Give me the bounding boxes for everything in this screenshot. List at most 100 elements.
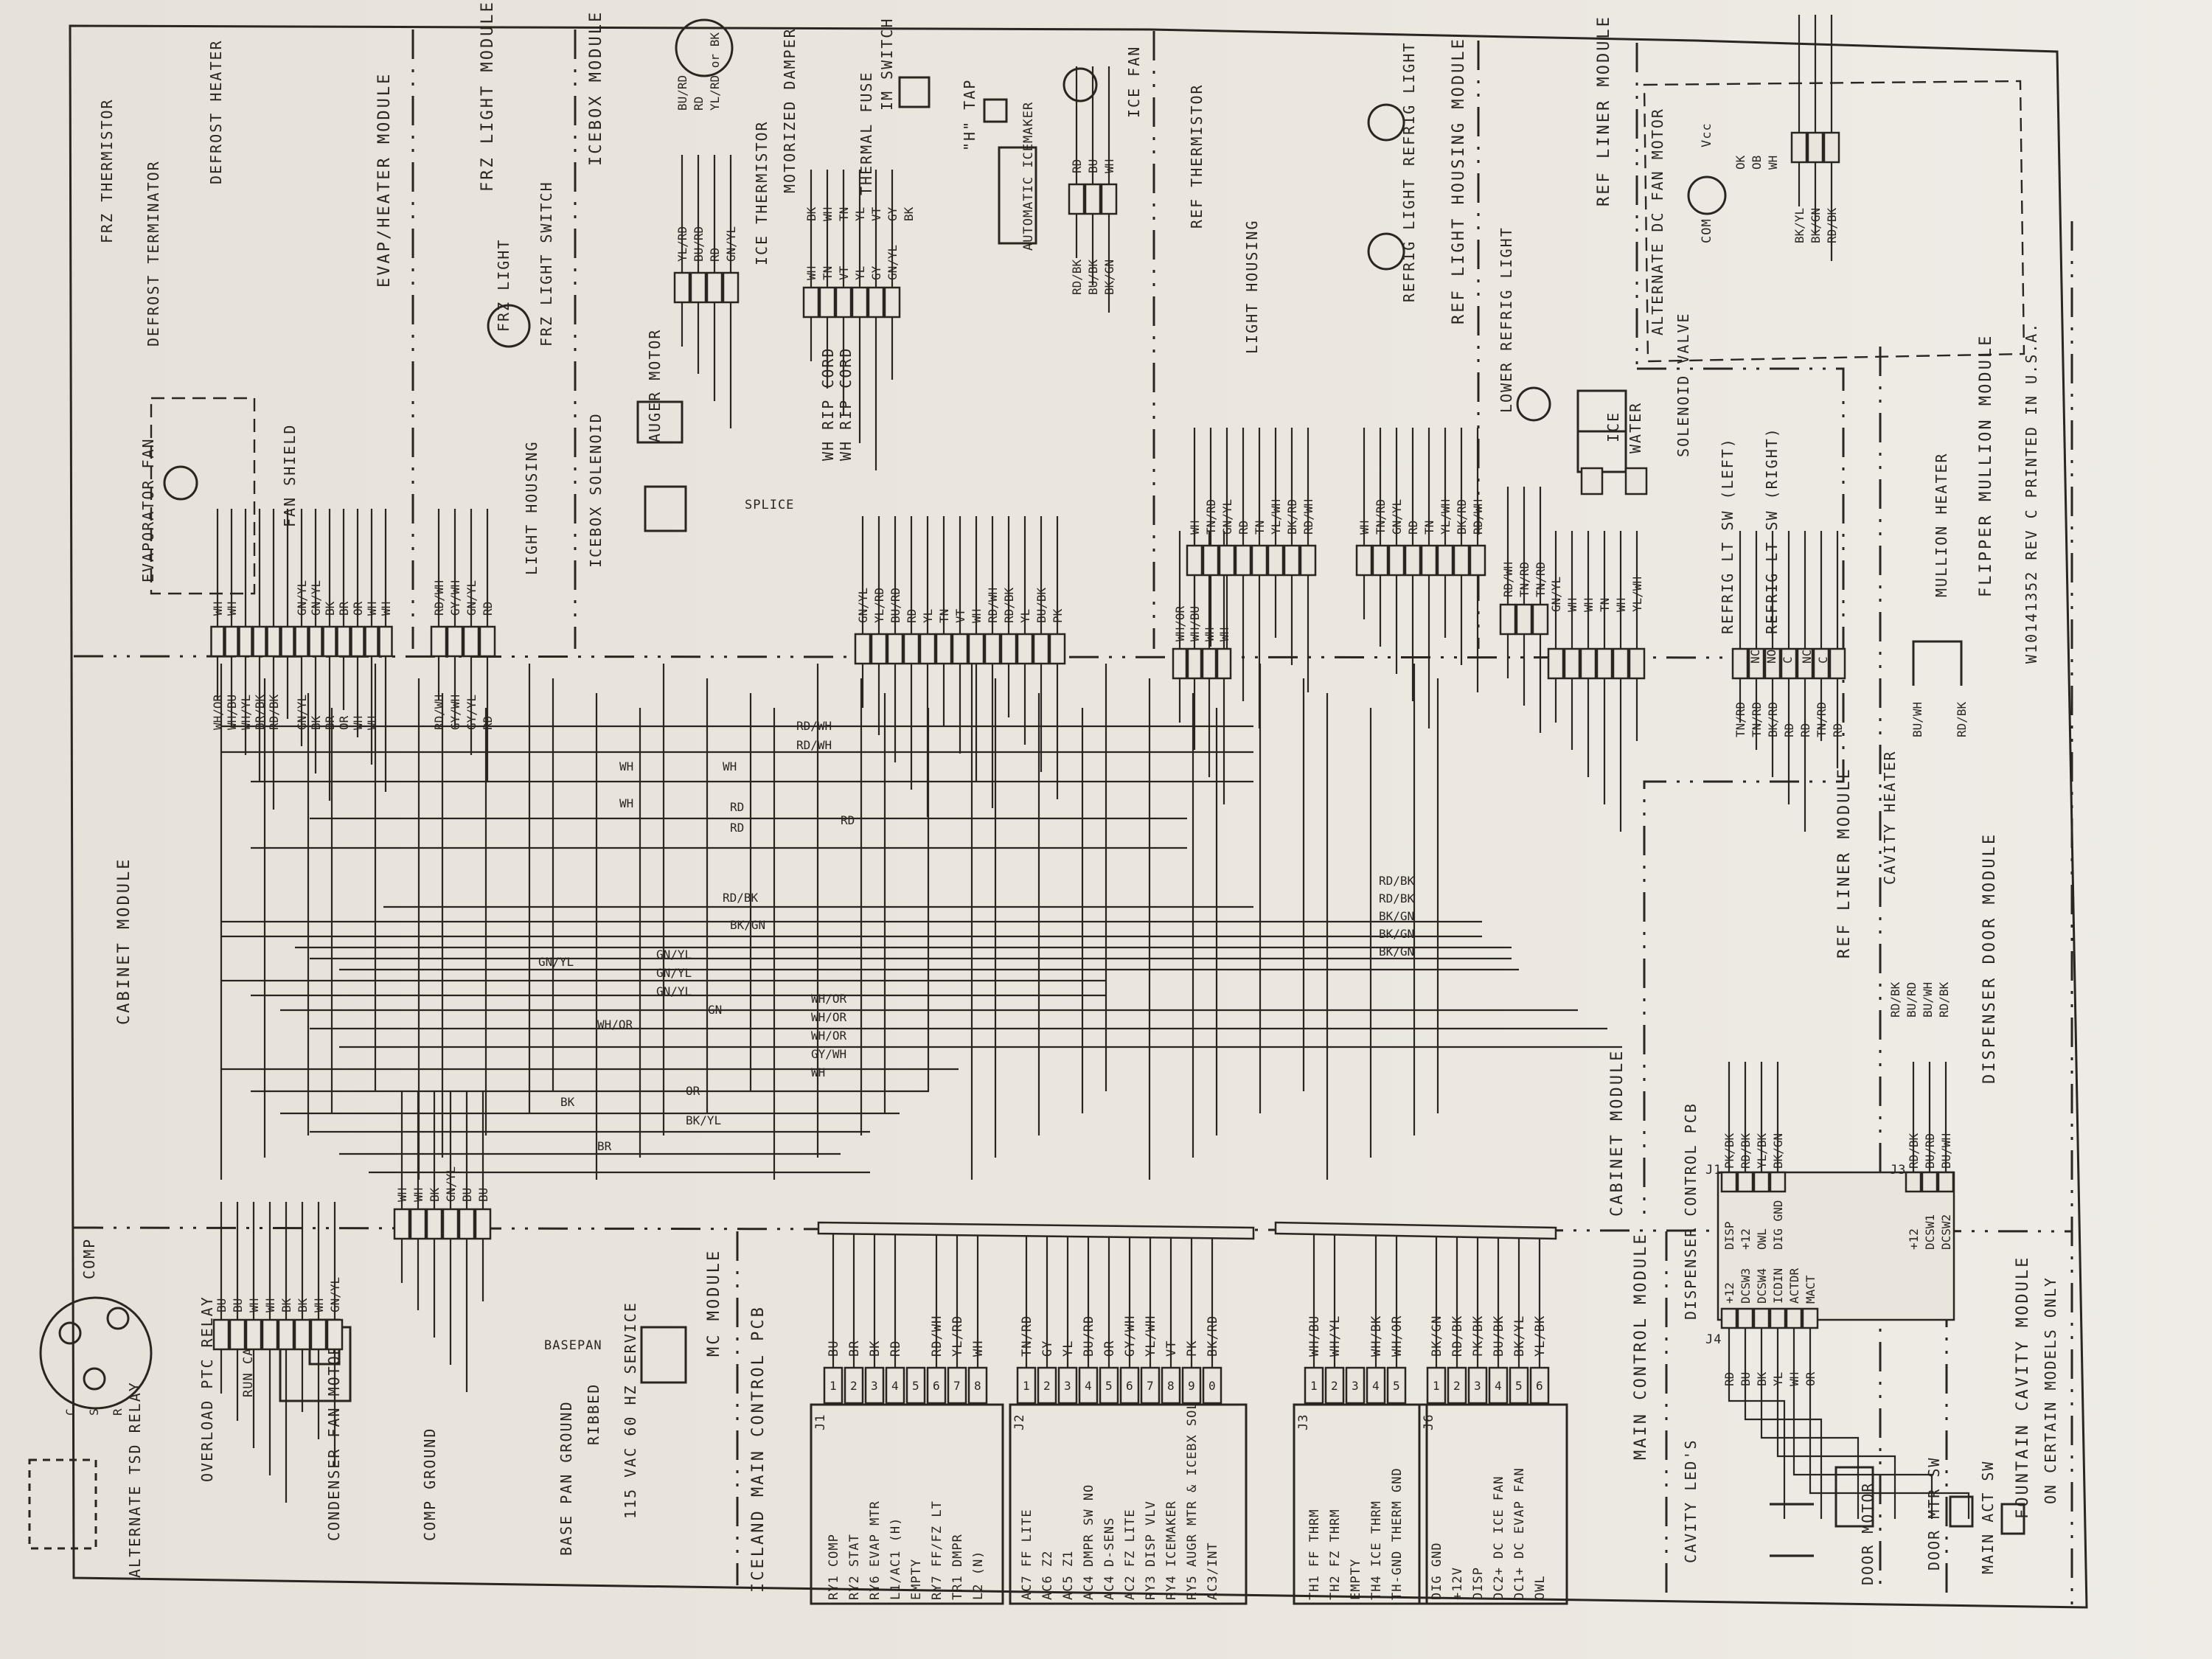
connector-pin xyxy=(1366,1366,1386,1405)
dispenser-pcb-title: DISPENSER CONTROL PCB xyxy=(1682,1102,1700,1320)
label-rip-cord-2: WH RIP CORD xyxy=(837,347,855,461)
pin-number: 1 xyxy=(1023,1379,1030,1393)
label-fan-shield: FAN SHIELD xyxy=(281,424,299,527)
label-frz-thermistor: FRZ THERMISTOR xyxy=(98,98,116,243)
wire-color-label: PK/BK xyxy=(1722,1133,1736,1169)
connector-pin xyxy=(280,625,295,658)
wire-color-label: BU xyxy=(215,1298,229,1312)
pin-number: 1 xyxy=(1433,1379,1440,1393)
terminal-label: GY/YL xyxy=(465,695,479,730)
bus-wire-label: BK xyxy=(560,1095,575,1109)
connector-pin xyxy=(984,633,1001,665)
connector-pin xyxy=(919,633,936,665)
label-valve-ice: ICE xyxy=(1604,411,1622,442)
connector-pin xyxy=(870,633,888,665)
connector-pin xyxy=(1202,544,1220,577)
wire-color-label: YL xyxy=(1018,609,1032,623)
connector-pin xyxy=(1304,1366,1324,1405)
connector-pin xyxy=(706,271,723,304)
terminal-label: RD xyxy=(692,97,706,111)
terminal-label: R xyxy=(111,1408,125,1416)
connector-pin xyxy=(1515,603,1533,636)
pin-number: 6 xyxy=(1126,1379,1133,1393)
terminal-label: GY/WH xyxy=(448,695,462,730)
connector-pin xyxy=(1596,647,1613,680)
label-ref-light-housing: LIGHT HOUSING xyxy=(1243,219,1261,354)
connector-pin xyxy=(1426,1366,1447,1405)
wire-color-label: TN xyxy=(1598,598,1612,612)
connector-pin xyxy=(1186,544,1203,577)
wire-color-label: GN/YL xyxy=(1220,499,1234,535)
pin-number: 3 xyxy=(1064,1379,1071,1393)
connector-pin xyxy=(1016,633,1034,665)
wire-color-label: BU/RD xyxy=(888,588,902,623)
module-label-fountain-cavity: FOUNTAIN CAVITY MODULE xyxy=(2014,1256,2032,1519)
pin-number: 0 xyxy=(1208,1379,1216,1393)
connector-pin xyxy=(1563,647,1581,680)
pin-number: 6 xyxy=(1536,1379,1543,1393)
wire-color-label: BK/RD xyxy=(1285,499,1299,535)
pin-number: 5 xyxy=(1105,1379,1113,1393)
pcb-pin-label: RY6 EVAP MTR xyxy=(868,1500,883,1600)
connector-pin xyxy=(1084,183,1102,215)
label-solenoid-valve: SOLENOID VALVE xyxy=(1674,312,1692,457)
wire-color-label: BK/GN xyxy=(1430,1315,1444,1357)
connector-pin xyxy=(1186,647,1203,680)
connector-pin xyxy=(867,286,885,319)
wire-color-label: BU/RD xyxy=(692,226,706,262)
connector-pin xyxy=(378,625,393,658)
wire-color-label: RD/WH xyxy=(432,580,446,616)
connector-pin xyxy=(277,1318,295,1351)
label-icebox-solenoid: ICEBOX SOLENOID xyxy=(587,412,605,568)
connector-pin xyxy=(294,625,309,658)
connector-pin xyxy=(1905,1171,1922,1193)
wire-color-label: WH xyxy=(247,1298,261,1312)
wire-color-label: WH/BU xyxy=(1307,1315,1322,1357)
connector-pin xyxy=(1612,647,1630,680)
terminal-label: BR/BK xyxy=(253,694,267,730)
wire-color-label: GN/YL xyxy=(309,580,323,616)
connector-pin xyxy=(1172,647,1188,680)
bus-wire-label: BK/GN xyxy=(1379,909,1414,923)
connector-pin xyxy=(1736,1307,1754,1329)
connector-pin xyxy=(1467,1366,1488,1405)
wire-color-label: RD/BK xyxy=(1002,587,1016,623)
terminal-label: WH xyxy=(365,716,379,730)
connector-pin xyxy=(851,286,869,319)
connector-pin xyxy=(1447,1366,1467,1405)
wire-color-label: RD/BK xyxy=(1739,1133,1753,1169)
wire-color-label: GN/YL xyxy=(1549,577,1563,612)
ice-fan-symbol xyxy=(1062,67,1098,102)
pcb-pin-label: TH2 FZ THRM xyxy=(1328,1509,1343,1600)
module-label-mc: MC MODULE xyxy=(705,1249,723,1357)
wire-color-label: WH xyxy=(211,602,225,616)
pin-number: 4 xyxy=(891,1379,899,1393)
connector-pin xyxy=(310,1318,327,1351)
terminal-label: YL/RD or BK xyxy=(708,32,722,111)
harness-bar xyxy=(817,1221,1255,1240)
bus-wire-label: GN/YL xyxy=(656,947,692,961)
wire-color-label: PK/BK xyxy=(1471,1315,1486,1357)
wire xyxy=(1776,1327,1896,1519)
damper-symbol xyxy=(675,18,734,77)
compressor-symbol xyxy=(39,1296,153,1410)
wire-color-label: RD/WH xyxy=(930,1315,945,1357)
connector-pin xyxy=(818,286,836,319)
terminal-label: WH xyxy=(1766,156,1780,170)
connector-pin xyxy=(885,1366,905,1405)
thermal-fuse-symbol xyxy=(983,98,1008,123)
dc-fan-symbol xyxy=(1687,175,1727,215)
pin-number: 3 xyxy=(1474,1379,1481,1393)
label-cavity-heater: CAVITY HEATER xyxy=(1881,750,1899,885)
evaporator-fan-symbol xyxy=(163,465,198,501)
bus-wire-label: BK/YL xyxy=(686,1113,721,1127)
pcb-connector-j6-box xyxy=(1418,1403,1568,1605)
connector-pin xyxy=(1753,1171,1770,1193)
wire-color-label: RD xyxy=(1798,723,1812,737)
connector-pin xyxy=(1488,1366,1509,1405)
label-valve-water: WATER xyxy=(1627,402,1644,453)
label-h-tap: "H" TAP xyxy=(961,79,978,151)
connector-pin xyxy=(1345,1366,1366,1405)
wire-color-label: GY xyxy=(1040,1340,1055,1357)
pcb-pin-label: DIG GND xyxy=(1430,1542,1444,1600)
